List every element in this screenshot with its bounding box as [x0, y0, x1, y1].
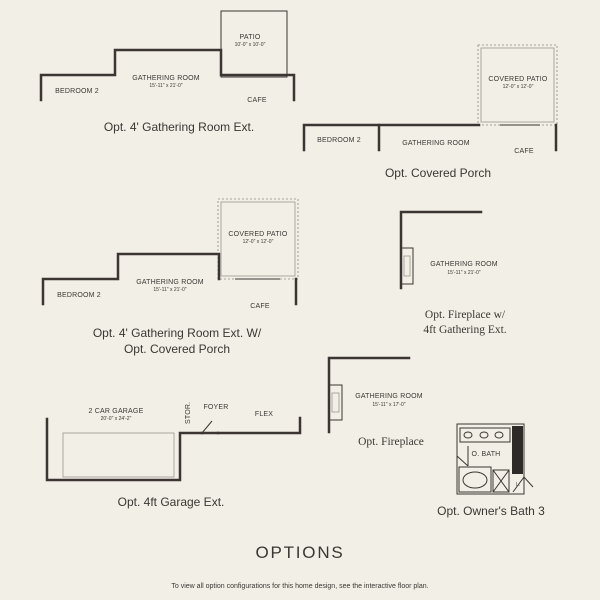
bedroom-2-label: BEDROOM 2 [317, 137, 361, 144]
fireplace [400, 247, 414, 285]
door-swing [456, 446, 469, 467]
fireplace-hearth [331, 392, 340, 413]
patio-dimension: 10'-0" x 10'-0" [235, 42, 266, 48]
covered-patio-outline [477, 44, 558, 126]
bedroom-2-label: BEDROOM 2 [55, 88, 99, 95]
cafe-label: CAFE [514, 148, 534, 155]
gathering-room-dimension: 15'-11" x 17'-0" [372, 402, 405, 408]
gathering-room-label: GATHERING ROOM [402, 140, 470, 147]
option-fireplace: GATHERING ROOM 15'-11" x 17'-0" Opt. Fir… [327, 356, 424, 448]
gathering-room-dimension: 15'-11" x 21'-0" [153, 287, 186, 293]
gathering-room-label: GATHERING ROOM [136, 279, 204, 286]
option-garage-ext: 2 CAR GARAGE 20'-0" x 24'-2" STOR. FOYER… [45, 402, 302, 509]
garage-door [62, 432, 175, 478]
option-caption: Opt. Owner's Bath 3 [437, 504, 545, 518]
covered-patio-inner [480, 47, 555, 123]
option-caption-line-1: Opt. Fireplace w/ [425, 309, 506, 321]
linen-label: L. [516, 482, 520, 488]
option-fireplace-gathering-ext: GATHERING ROOM 15'-11" x 21'-0" Opt. Fir… [399, 210, 507, 336]
shower [492, 469, 510, 493]
option-caption: Opt. Covered Porch [385, 166, 491, 180]
cafe-label: CAFE [250, 303, 270, 310]
option-caption-line-1: Opt. 4' Gathering Room Ext. W/ [93, 326, 262, 340]
patio-outline [220, 10, 288, 78]
footer-note: To view all option configurations for th… [171, 583, 428, 590]
entry-door-swing [201, 420, 218, 434]
gathering-room-walls [41, 252, 221, 306]
closet-wall [512, 426, 523, 474]
gathering-room-label: GATHERING ROOM [430, 261, 498, 268]
flex-wall [216, 416, 302, 435]
option-caption-line-2: Opt. Covered Porch [124, 342, 230, 356]
gathering-room-label: GATHERING ROOM [132, 75, 200, 82]
fireplace-hearth [403, 255, 411, 277]
option-caption: Opt. Fireplace [358, 436, 424, 448]
sink [463, 431, 473, 439]
option-covered-porch: COVERED PATIO 12'-0" x 12'-0" BEDROOM 2 … [302, 44, 558, 180]
covered-patio-dimension: 12'-0" x 12'-0" [503, 84, 534, 90]
storage-label: STOR. [185, 402, 192, 424]
option-caption: Opt. 4ft Garage Ext. [118, 495, 225, 509]
option-gathering-room-ext: PATIO 10'-0" x 10'-0" GATHERING ROOM 15'… [39, 10, 296, 134]
foyer-label: FOYER [203, 404, 228, 411]
flex-label: FLEX [255, 411, 273, 418]
gathering-room-dimension: 15'-11" x 21'-0" [149, 83, 182, 89]
door-swing [512, 476, 534, 493]
cafe-label: CAFE [247, 97, 267, 104]
bath-outline [456, 423, 525, 495]
gathering-room-label: GATHERING ROOM [355, 393, 423, 400]
garage-walls [45, 417, 204, 482]
bathtub-basin [462, 471, 488, 489]
sink [494, 431, 504, 439]
covered-patio-label: COVERED PATIO [488, 76, 547, 83]
page-title: OPTIONS [255, 543, 344, 562]
owners-bath-label: O. BATH [472, 451, 501, 458]
option-caption-line-2: 4ft Gathering Ext. [423, 324, 506, 336]
option-gathering-ext-covered-porch: COVERED PATIO 12'-0" x 12'-0" GATHERING … [41, 198, 299, 356]
fireplace [328, 384, 343, 421]
sink [479, 431, 489, 439]
bedroom-2-label: BEDROOM 2 [57, 292, 101, 299]
option-owners-bath-3: O. BATH L. Opt. Owner's Bath 3 [437, 423, 545, 518]
vanity [459, 427, 511, 443]
covered-patio-label: COVERED PATIO [228, 231, 287, 238]
covered-patio-inner [220, 201, 296, 277]
gathering-room-dimension: 15'-11" x 21'-0" [447, 270, 480, 276]
option-caption: Opt. 4' Gathering Room Ext. [104, 120, 254, 134]
shower-cross [492, 469, 510, 493]
patio-label: PATIO [240, 34, 261, 41]
bathtub [458, 466, 492, 493]
covered-patio-dimension: 12'-0" x 12'-0" [243, 239, 274, 245]
garage-dimension: 20'-0" x 24'-2" [101, 416, 132, 422]
garage-label: 2 CAR GARAGE [89, 408, 144, 415]
